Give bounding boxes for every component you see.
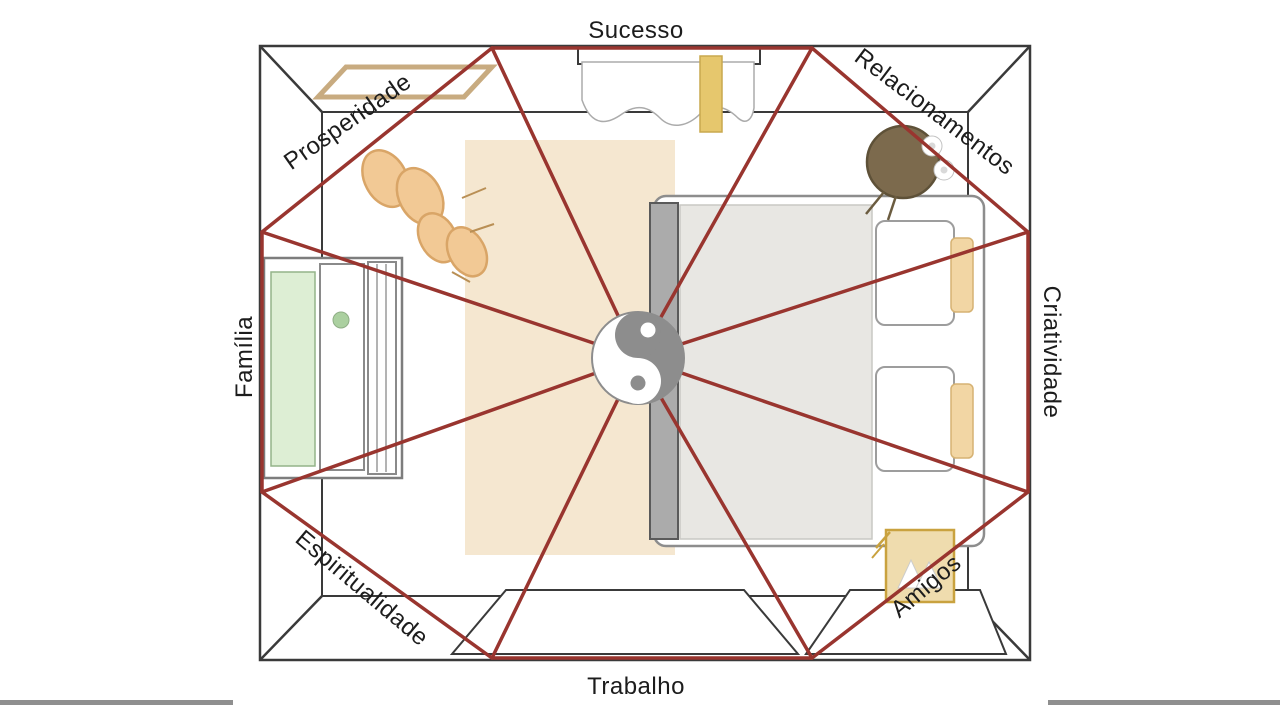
floor-openings — [449, 589, 1008, 655]
bagua-grid — [260, 46, 1030, 660]
bagua-ray-right-top — [636, 230, 1030, 360]
nightstand-top — [884, 528, 956, 604]
bottom-left-bar — [0, 700, 233, 705]
wall-corner-bottom-left — [259, 595, 323, 661]
door-opening-right — [804, 589, 1008, 655]
wall-corner-top-left — [259, 45, 323, 113]
armchair-1 — [361, 149, 445, 227]
wardrobe-handle — [332, 311, 350, 329]
bagua-ray-right-bottom — [636, 356, 1030, 494]
pillow-bottom — [875, 366, 955, 472]
bagua-ray-bottom-left — [490, 356, 640, 660]
bagua-ray-top-left — [490, 46, 640, 360]
label-familia: Família — [231, 316, 258, 398]
blanket — [679, 204, 873, 540]
wall-corner-top-right — [967, 45, 1031, 113]
curtain-gold-panel — [699, 55, 723, 133]
wall-shelf — [312, 64, 498, 100]
nightstand-item-1 — [897, 558, 925, 589]
label-trabalho: Trabalho — [587, 673, 685, 700]
wardrobe-green-door — [270, 271, 316, 467]
label-sucesso: Sucesso — [588, 17, 684, 44]
pillow-top — [875, 220, 955, 326]
wardrobe-mid-door — [319, 263, 365, 471]
nightstand — [871, 528, 956, 604]
armchair-2-seat — [445, 226, 489, 278]
bagua-ray-left-top — [260, 230, 640, 360]
bagua-ray-left-bottom — [260, 356, 640, 494]
yin-yang-icon — [591, 311, 685, 405]
plant — [865, 124, 955, 221]
wardrobe-side-panel — [367, 261, 397, 475]
label-criatividade: Criatividade — [1038, 286, 1065, 419]
armchair-legs — [451, 187, 495, 283]
armchair-2 — [416, 212, 489, 278]
curtain — [581, 55, 755, 133]
bagua-ray-top-right — [636, 46, 814, 360]
bagua-ray-bottom-right — [636, 356, 814, 660]
wardrobe — [262, 256, 404, 480]
bottom-right-bar — [1048, 700, 1280, 705]
door-opening-center — [449, 589, 801, 655]
